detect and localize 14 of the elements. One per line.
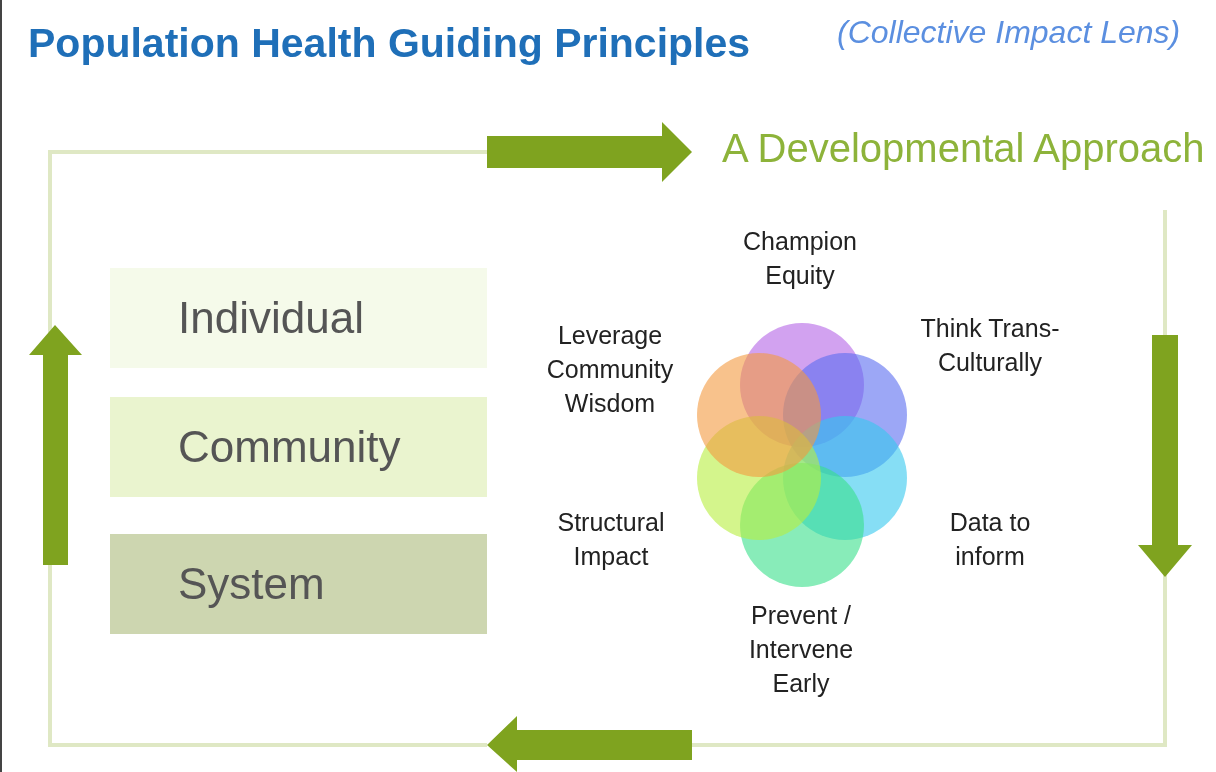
principle-label: Champion Equity: [742, 226, 858, 291]
level-box: [110, 397, 487, 497]
level-label: Individual: [178, 293, 364, 343]
level-box: [110, 534, 487, 634]
principle-label: Data to inform: [948, 507, 1032, 572]
approach-heading: A Developmental Approach: [722, 126, 1205, 171]
title: Population Health Guiding Principles: [28, 20, 751, 67]
principle-label: Leverage Community Wisdom: [545, 320, 675, 419]
principle-label: Structural Impact: [556, 507, 666, 572]
level-label: System: [178, 559, 325, 609]
principle-label: Think Trans-Culturally: [920, 313, 1060, 378]
level-label: Community: [178, 422, 401, 472]
principle-label: Prevent / Intervene Early: [747, 600, 855, 699]
subtitle: (Collective Impact Lens): [837, 14, 1181, 51]
